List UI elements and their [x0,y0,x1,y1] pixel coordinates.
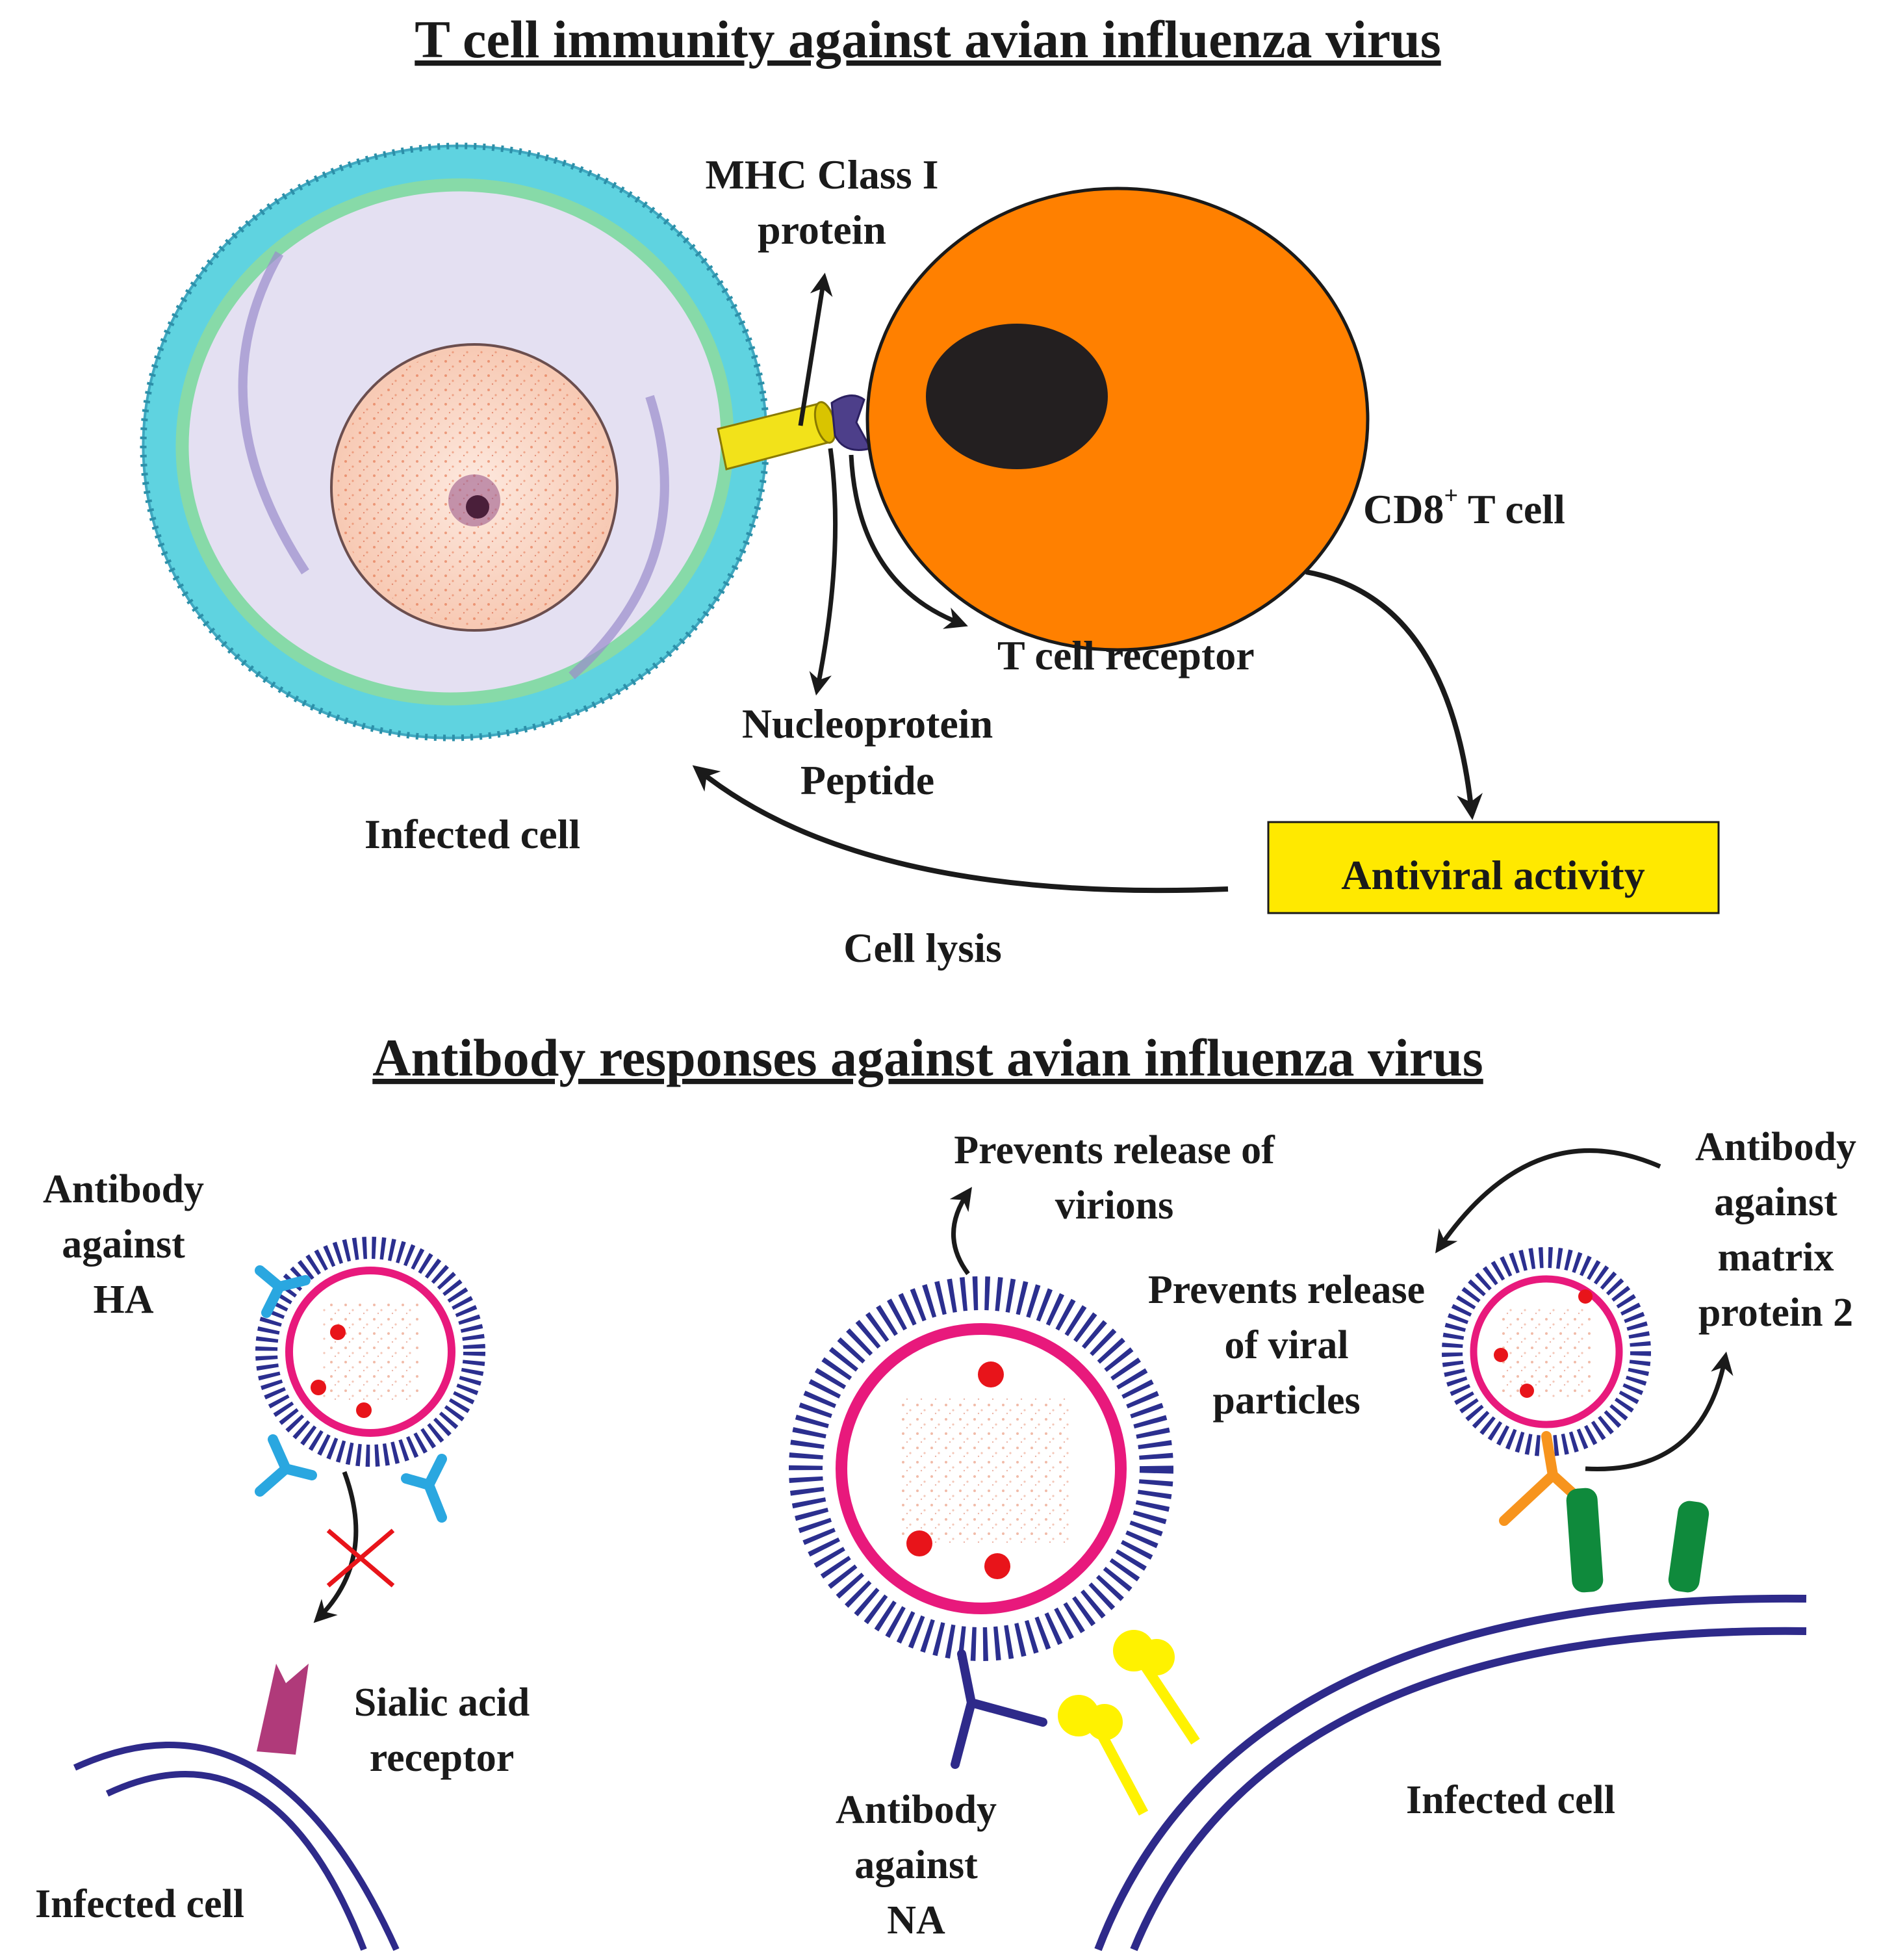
sialic-label-1: Sialic acid [354,1681,530,1725]
antiviral-label: Antiviral activity [1341,852,1644,898]
red-dot [356,1402,372,1418]
virion-large [789,1276,1173,1661]
arrow-to-peptide [809,448,838,696]
red-dot [1520,1384,1534,1398]
ha-antibody [255,1434,317,1497]
mhc-label-1: MHC Class I [705,151,938,198]
sialic-label-2: receptor [370,1736,515,1780]
ha-label-3: HA [94,1278,154,1322]
ha-label-2: against [62,1222,185,1267]
virion-ha [255,1237,485,1467]
virion-ha-spikes [255,1237,485,1467]
m2-label-4: protein 2 [1698,1291,1853,1335]
red-dot [1494,1348,1508,1362]
virion-m2 [1442,1247,1651,1456]
ha-label-1: Antibody [43,1167,204,1211]
infected-cell-label-right: Infected cell [1406,1778,1615,1822]
na-head [1086,1704,1123,1740]
arrow-cell-lysis [692,765,1229,894]
infected-cell-label-left: Infected cell [35,1882,244,1926]
prev-particles-label-1: Prevents release [1148,1268,1425,1312]
ha-antibody [255,1265,311,1318]
red-dot [330,1324,346,1340]
cd8-suffix: T cell [1458,486,1565,532]
arrow-prevents-virions [949,1187,972,1276]
nucleolus [466,495,489,519]
cd8-label: CD8+ T cell [1363,482,1565,532]
blocked-binding-arrow [313,1471,359,1623]
cell-lysis-label: Cell lysis [843,925,1002,971]
cd8-sup: + [1444,482,1458,509]
virion-large-rna [900,1397,1069,1547]
ha-antibody [401,1454,447,1523]
left-cell-membrane-inner [105,1771,367,1951]
na-head [1138,1639,1175,1675]
antibody-title: Antibody responses against avian influen… [372,1028,1483,1087]
red-dot [978,1361,1004,1387]
arrow-prevents-particles [1435,1148,1661,1254]
m2-label-2: against [1714,1180,1837,1224]
cd8-t-cell [865,187,1370,652]
sialic-acid-receptor [257,1664,309,1755]
arrow-to-antiviral [1305,569,1483,820]
mhc-label-2: protein [758,207,886,253]
neuraminidase-proteins [1058,1630,1200,1816]
cd8-prefix: CD8 [1363,486,1444,532]
ha-antibodies [255,1265,447,1523]
red-dot [906,1530,932,1556]
right-cell-membrane-outer [1094,1594,1807,1952]
virion-m2-rna [1501,1306,1592,1397]
er-fold-left [238,251,309,574]
arrow-to-m2-label [1585,1351,1734,1472]
red-dot [1578,1289,1593,1304]
right-cell-membrane-inner [1130,1627,1807,1952]
membrane-texture [140,142,770,741]
na-label-3: NA [887,1898,945,1942]
virion-ha-rna [322,1303,420,1400]
red-dot [984,1553,1010,1579]
infected-cell-top [140,142,770,741]
red-dot [311,1380,326,1395]
t-cell-nucleus [926,324,1108,469]
prev-virions-label-2: virions [1055,1183,1174,1228]
antiviral-box [1267,821,1720,914]
m2-label-3: matrix [1717,1235,1834,1280]
virion-large-spikes [789,1276,1173,1661]
er-fold-right [569,394,669,680]
infected-cell-label-top: Infected cell [365,811,580,857]
na-stalk [1139,1660,1200,1745]
block-x-icon [326,1528,395,1588]
arrow-to-mhc [798,272,833,426]
m2-protein [1566,1488,1604,1593]
t-cell-receptor-shape [830,394,873,451]
left-cell-membrane-outer [73,1742,400,1952]
np-label-1: Nucleoprotein [742,701,993,747]
np-label-2: Peptide [800,757,934,803]
na-label-2: against [854,1843,978,1887]
m2-protein [1668,1501,1709,1593]
prev-virions-label-1: Prevents release of [954,1128,1275,1172]
prev-particles-label-3: particles [1212,1378,1360,1423]
na-antibody [951,1649,1047,1769]
tcell-title: T cell immunity against avian influenza … [415,10,1440,69]
m2-label-1: Antibody [1695,1125,1856,1169]
arrow-to-tcr [849,454,968,629]
na-label-1: Antibody [836,1788,997,1832]
prev-particles-label-2: of viral [1224,1323,1348,1367]
tcr-label: T cell receptor [997,632,1255,678]
